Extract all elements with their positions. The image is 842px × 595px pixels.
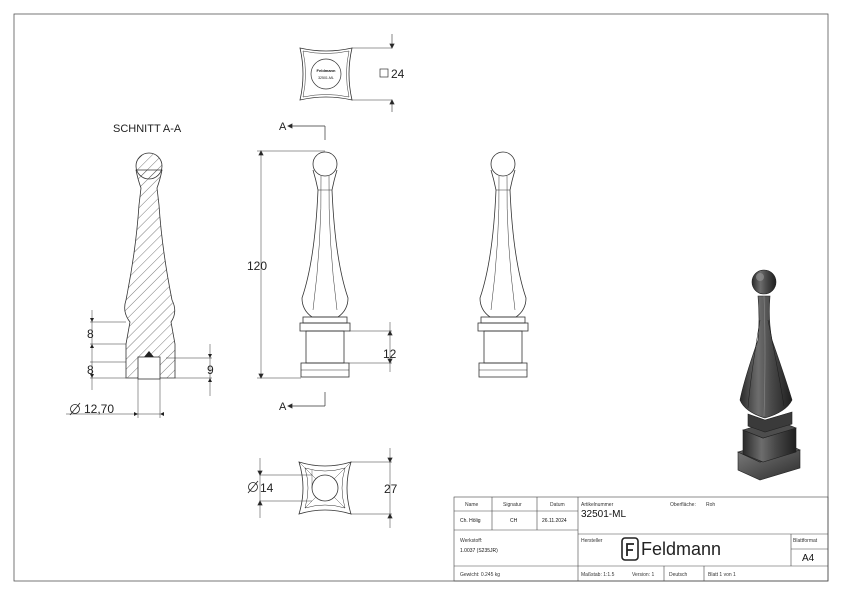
dim-bottom-width: 27 [384, 482, 398, 496]
section-view [66, 152, 212, 418]
tb-massstab: Maßstab: 1:1.5 [581, 572, 615, 578]
tb-oberflaeche-label: Oberfläche: [670, 502, 696, 508]
tb-artikel-label: Artikelnummer [581, 502, 614, 508]
tb-blatt: Blatt 1 von 1 [708, 572, 736, 578]
tb-datum-label: Datum [550, 502, 565, 508]
drawing-frame [13, 13, 829, 582]
tb-version: Version: 1 [632, 572, 655, 578]
section-title: SCHNITT A-A [113, 123, 182, 135]
tb-datum-value: 26.11.2024 [542, 518, 567, 524]
tb-werkstoff-label: Werkstoff: [460, 538, 483, 544]
feldmann-logo [621, 537, 639, 561]
tb-signatur-label: Signatur [503, 502, 522, 508]
tb-hersteller-label: Hersteller [581, 538, 603, 544]
section-marker-top: A [279, 121, 287, 133]
front-view [257, 123, 393, 409]
stamp-line2: 32501-ML [318, 76, 334, 80]
dim-bore-diameter: 12,70 [84, 402, 114, 416]
top-view [299, 34, 395, 112]
dim-square: 24 [391, 67, 405, 81]
dim-height: 120 [247, 259, 267, 273]
title-block-grid [453, 496, 829, 582]
dim-section-upper: 8 [87, 327, 94, 341]
tb-blattformat-label: Blattformat [793, 538, 818, 544]
dim-collar: 12 [383, 347, 397, 361]
dim-section-base: 9 [207, 363, 214, 377]
bore-diameter-symbol [69, 402, 81, 416]
tb-company-name: Feldmann [641, 539, 722, 559]
tb-oberflaeche-value: Roh [706, 502, 716, 508]
bottom-view [247, 448, 393, 528]
dim-section-lower: 8 [87, 363, 94, 377]
tb-signatur-value: CH [510, 518, 518, 524]
section-marker-bottom: A [279, 401, 287, 413]
dim-bottom-diameter: 14 [260, 481, 274, 495]
isometric-render [737, 269, 801, 481]
tb-artikel-value: 32501-ML [581, 509, 627, 520]
side-view [477, 151, 529, 378]
tb-werkstoff-value: 1.0037 (S235JR) [460, 548, 498, 554]
tb-name-label: Name [465, 502, 479, 508]
tb-blattformat-value: A4 [802, 553, 815, 564]
tb-sprache: Deutsch [669, 572, 688, 578]
tb-name-value: Ch. Hölig [460, 518, 481, 524]
tb-gewicht: Gewicht: 0.245 kg [460, 572, 501, 578]
stamp-line1: Feldmann [317, 68, 336, 73]
